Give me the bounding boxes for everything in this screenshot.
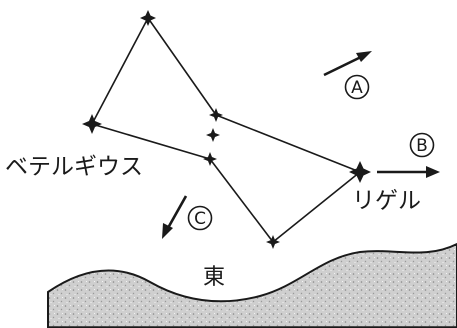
label-rigel: リゲル <box>352 188 421 214</box>
label-betelgeuse: ベテルギウス <box>5 154 143 180</box>
direction-arrows <box>162 51 440 239</box>
arrow-label-b-text: B <box>416 136 428 156</box>
star-bottom <box>266 235 280 249</box>
star-betelgeuse <box>82 114 102 134</box>
line-belt-lower <box>209 158 274 243</box>
star-belt-bottom <box>203 152 217 166</box>
constellation-lines <box>91 17 361 243</box>
arrow-label-a: A <box>344 74 370 100</box>
star-belt-top <box>209 108 223 122</box>
arrow-a-head <box>356 51 372 62</box>
label-east: 東 <box>203 265 225 290</box>
arrow-a-shaft <box>323 54 364 77</box>
star-top <box>140 10 156 26</box>
arrow-label-b: B <box>409 132 435 158</box>
ground-horizon <box>47 242 457 328</box>
star-rigel <box>349 161 371 183</box>
line-top-right <box>147 17 217 116</box>
line-top-left <box>91 17 149 125</box>
line-left-belt <box>91 123 211 160</box>
arrow-b-head <box>426 166 440 178</box>
arrow-label-c-text: C <box>194 209 206 229</box>
arrow-label-c: C <box>187 205 213 231</box>
line-rigel-lower <box>272 171 361 243</box>
arrow-c-shaft <box>166 195 188 229</box>
star-belt-middle <box>206 128 220 142</box>
line-right-upper <box>215 114 361 173</box>
arrow-c-head <box>162 223 173 239</box>
stars <box>82 10 371 249</box>
arrow-label-a-text: A <box>351 78 363 98</box>
